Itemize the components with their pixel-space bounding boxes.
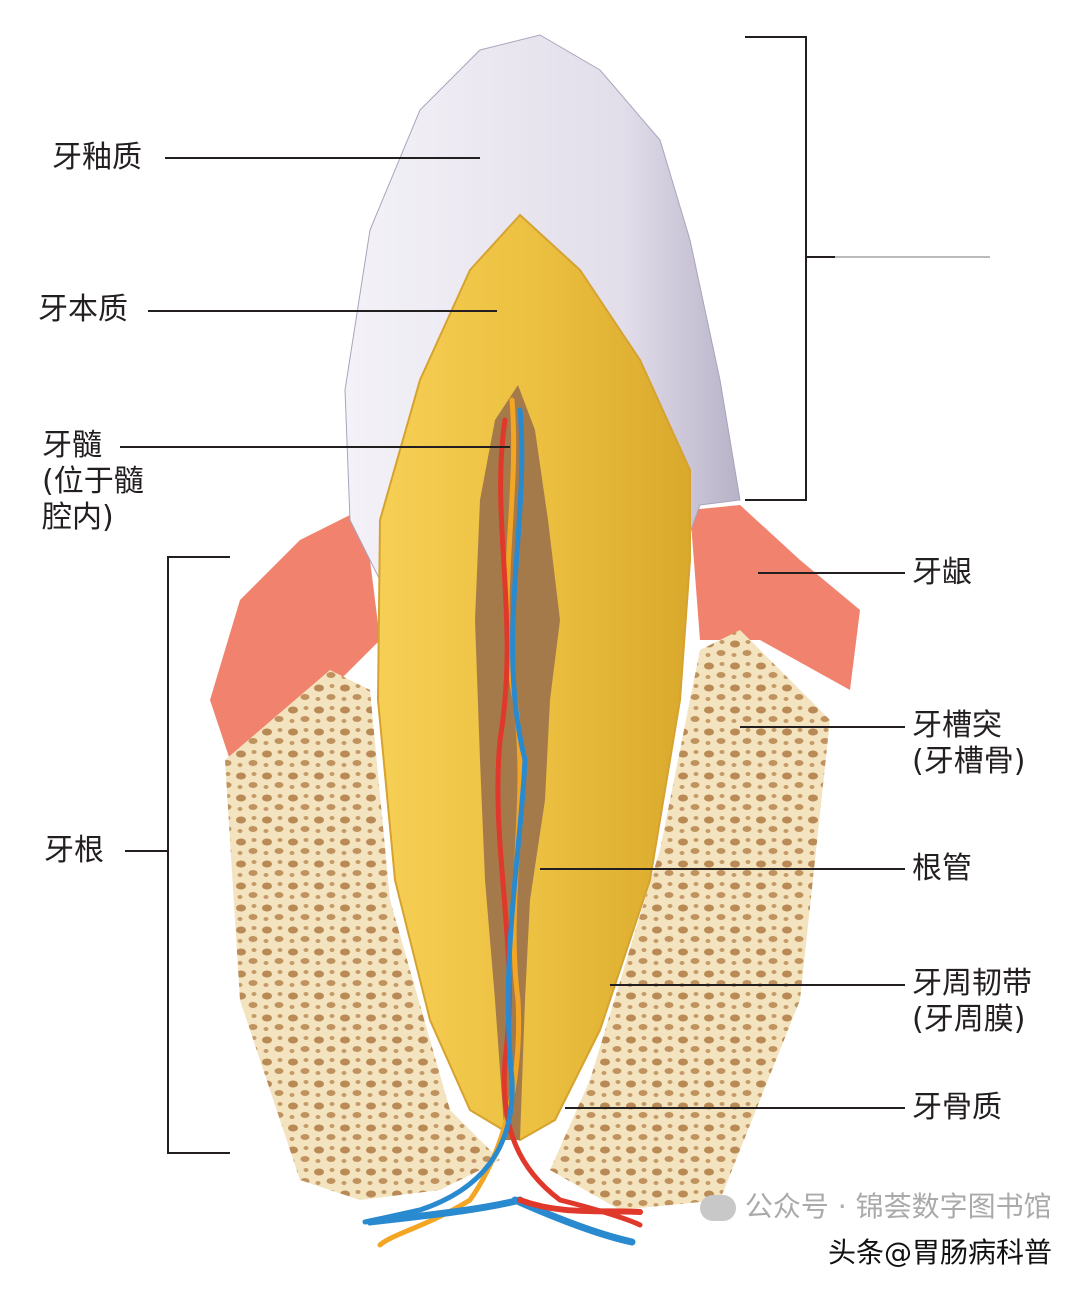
label-pdl: 牙周韧带 (牙周膜) [912,966,1032,1038]
root-bracket [167,556,230,1154]
label-alveolar-line1: 牙槽突 [912,708,1002,743]
label-pdl-line2: (牙周膜) [912,1002,1026,1037]
gingiva-shape [210,505,860,760]
blood-vessels-and-nerves [362,397,643,1248]
label-alveolar-line2: (牙槽骨) [912,744,1026,779]
watermark-source: 公众号 · 锦荟数字图书馆 [700,1190,1052,1224]
label-pulp-line2: (位于髓 [42,464,144,499]
label-pulp: 牙髓 (位于髓 腔内) [42,428,144,536]
watermark-source-text: 公众号 · 锦荟数字图书馆 [744,1190,1052,1223]
wechat-icon [700,1195,736,1221]
label-root-canal: 根管 [912,851,972,886]
label-gingiva: 牙龈 [912,555,972,590]
leader-lines [120,157,905,1109]
label-pdl-line1: 牙周韧带 [912,966,1032,1001]
label-root: 牙根 [44,833,104,868]
label-alveolar: 牙槽突 (牙槽骨) [912,708,1025,780]
label-enamel: 牙釉质 [52,140,142,175]
watermark-overlay: 头条@胃肠病科普 [828,1236,1053,1269]
label-dentin: 牙本质 [38,292,128,327]
crown-bracket [745,36,835,501]
label-pulp-line1: 牙髓 [42,428,102,463]
label-cementum: 牙骨质 [912,1090,1002,1125]
alveolar-bone-shape [225,630,830,1210]
label-pulp-line3: 腔内) [42,500,114,535]
